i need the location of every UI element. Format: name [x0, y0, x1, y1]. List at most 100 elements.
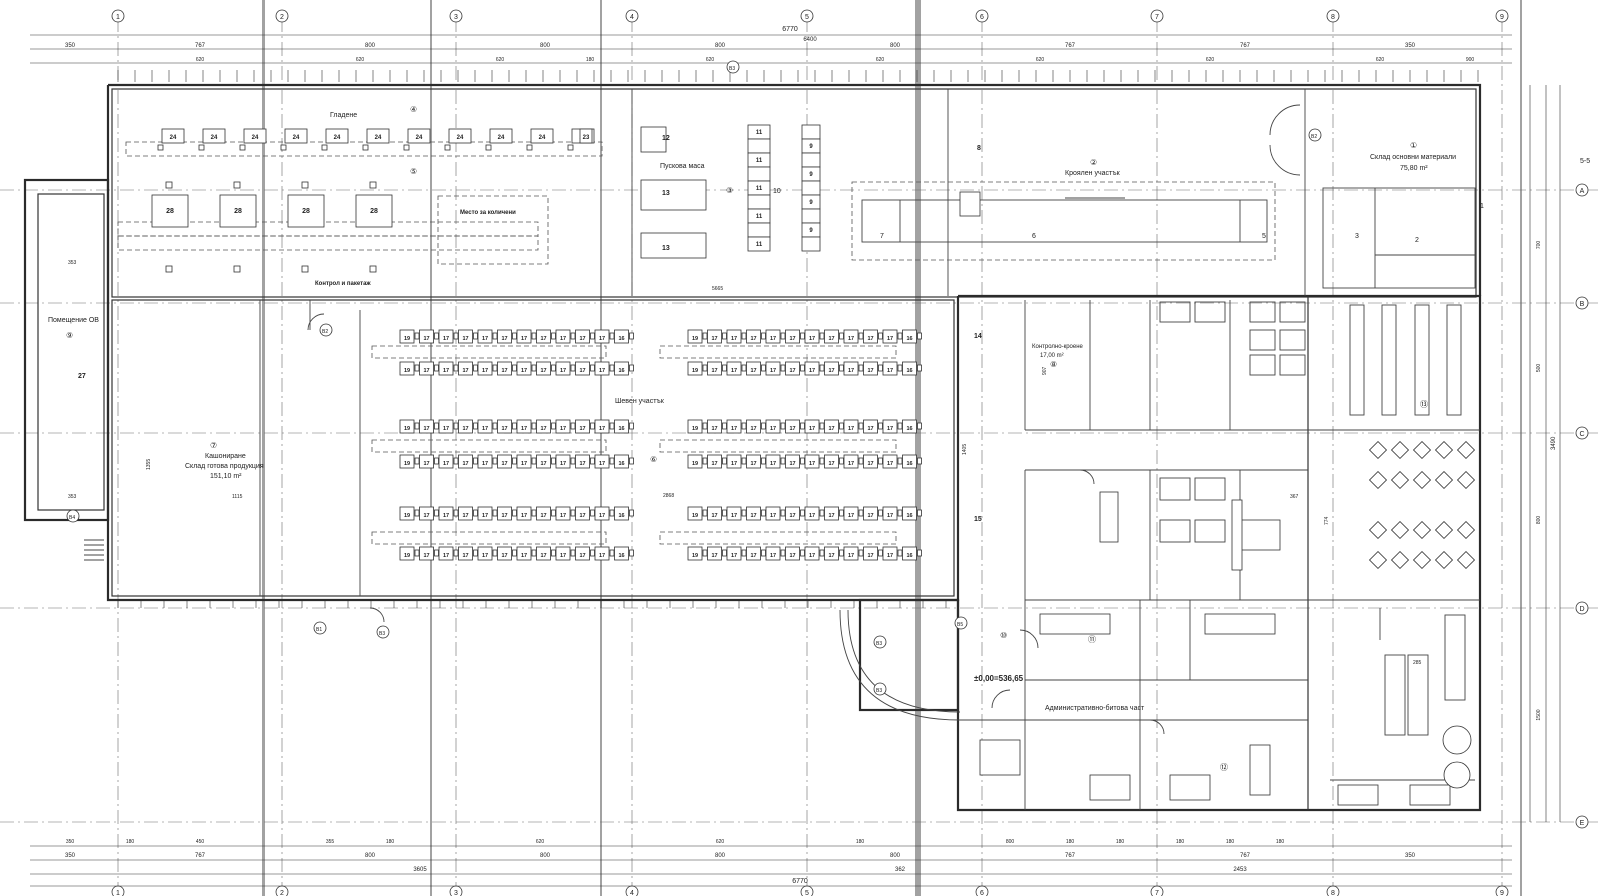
sewing-machine-label: 17: [789, 336, 795, 342]
sewing-machine: [902, 454, 917, 469]
mark-9: ⑨: [66, 331, 73, 340]
canteen-table: [1434, 550, 1454, 570]
mark-12: ⑫: [1220, 763, 1228, 772]
sewing-machine: [497, 546, 512, 561]
mark-5: ⑤: [410, 167, 417, 176]
label-10: 10: [773, 188, 781, 195]
operator-seat: [301, 181, 309, 189]
sewing-machine-label: 17: [828, 368, 834, 374]
sewing-machine-label: 16: [618, 426, 624, 432]
sewing-machine: [477, 506, 493, 521]
total-height-dim: 3490: [1551, 436, 1557, 450]
sewing-machine-label: 19: [692, 461, 698, 467]
operator-seat: [917, 509, 922, 517]
bottom-dim-2: 350: [1405, 853, 1416, 859]
sewing-machine: [746, 419, 761, 434]
bottom-dimension-chain: 6770 3605 2453 362: [30, 845, 1512, 887]
sewing-machine: [614, 506, 629, 521]
top-dimension-chain: 6770 6400: [30, 26, 1512, 64]
operator-seat: [473, 332, 478, 340]
operator-seat: [858, 457, 864, 465]
sewing-machine-label: 17: [731, 513, 737, 519]
operator-seat: [609, 332, 615, 340]
sewing-machine: [687, 361, 703, 376]
sewing-machine-label: 17: [599, 336, 605, 342]
canteen-furniture: [1368, 440, 1476, 570]
sewing-machine: [477, 454, 493, 469]
sewing-machine-label: 17: [731, 426, 737, 432]
sewing-machine: [902, 329, 917, 344]
operator-seat: [485, 144, 492, 151]
label-cut-3: 3: [1355, 233, 1359, 240]
idim-907: 907: [1042, 366, 1048, 375]
right-dim: 500: [1536, 364, 1542, 373]
sewing-machine: [726, 361, 742, 376]
right-dim: 700: [1536, 241, 1542, 250]
mark-7: ⑦: [210, 441, 217, 450]
sewing-machine: [843, 361, 859, 376]
operator-seat: [722, 549, 727, 557]
door-tag-b3d: В3: [729, 66, 735, 72]
sewing-machine: [746, 454, 761, 469]
operator-seat: [512, 332, 517, 340]
operator-seat: [570, 422, 576, 430]
sewing-machine: [575, 454, 590, 469]
door-tag-b4: В4: [69, 515, 75, 521]
sewing-machine: [438, 361, 454, 376]
operator-seat: [858, 509, 864, 517]
sewing-machine-label: 17: [443, 513, 449, 519]
ironing-station: [448, 128, 472, 144]
sewing-machine-label: 17: [887, 426, 893, 432]
sewing-machine-label: 17: [828, 513, 834, 519]
operator-seat: [434, 549, 439, 557]
sewing-machine: [516, 506, 532, 521]
idim-774: 774: [1324, 516, 1330, 525]
sewing-machine: [863, 329, 878, 344]
sewing-machine-label: 17: [867, 513, 873, 519]
sewing-machine-label: 17: [828, 461, 834, 467]
label-cut-2: 2: [1415, 237, 1419, 244]
sewing-machine: [824, 329, 839, 344]
label-12: 12: [662, 135, 670, 142]
ironing-station: [489, 128, 513, 144]
operator-seat: [702, 364, 708, 372]
sewing-machine-label: 17: [848, 553, 854, 559]
canteen-table: [1412, 520, 1432, 540]
machine-label: 11: [756, 186, 763, 192]
label-cut-7: 7: [880, 233, 884, 240]
sewing-machine: [726, 419, 742, 434]
axis-bubble: [1575, 183, 1589, 197]
machine-label: 11: [756, 158, 763, 164]
axis-label-3: 3: [454, 890, 458, 896]
operator-seat: [741, 364, 747, 372]
sewing-machine: [419, 329, 434, 344]
axis-label-7: 7: [1155, 890, 1159, 896]
sewing-machine: [687, 506, 703, 521]
sewing-machine: [902, 506, 917, 521]
bottom-dim: 620: [536, 839, 545, 845]
sewing-machine-label: 17: [599, 461, 605, 467]
operator-seat: [780, 457, 786, 465]
top-dim: 800: [540, 43, 551, 49]
sewing-machine: [863, 419, 878, 434]
sewing-machine: [707, 546, 722, 561]
operator-seat: [473, 549, 478, 557]
sewing-machine-label: 16: [906, 426, 912, 432]
sewing-machine-label: 17: [828, 553, 834, 559]
ironing-station-label: 24: [170, 135, 177, 141]
sewing-machine-label: 17: [521, 368, 527, 374]
sewing-machine-label: 17: [867, 368, 873, 374]
door-tags: В2 В2 В3 В3 В3 В3 В4 В1 В5: [66, 60, 1322, 696]
sewing-machine-label: 17: [579, 461, 585, 467]
operator-seat: [702, 422, 708, 430]
axis-label-3: 3: [454, 14, 458, 21]
ironing-station: [530, 128, 554, 144]
label-27: 27: [78, 373, 86, 380]
sewing-machine: [555, 506, 571, 521]
bottom-dim: 180: [126, 839, 135, 845]
label-cut-1: 1: [1480, 203, 1484, 210]
operator-seat: [917, 332, 922, 340]
axis-bubble: [1150, 9, 1164, 23]
